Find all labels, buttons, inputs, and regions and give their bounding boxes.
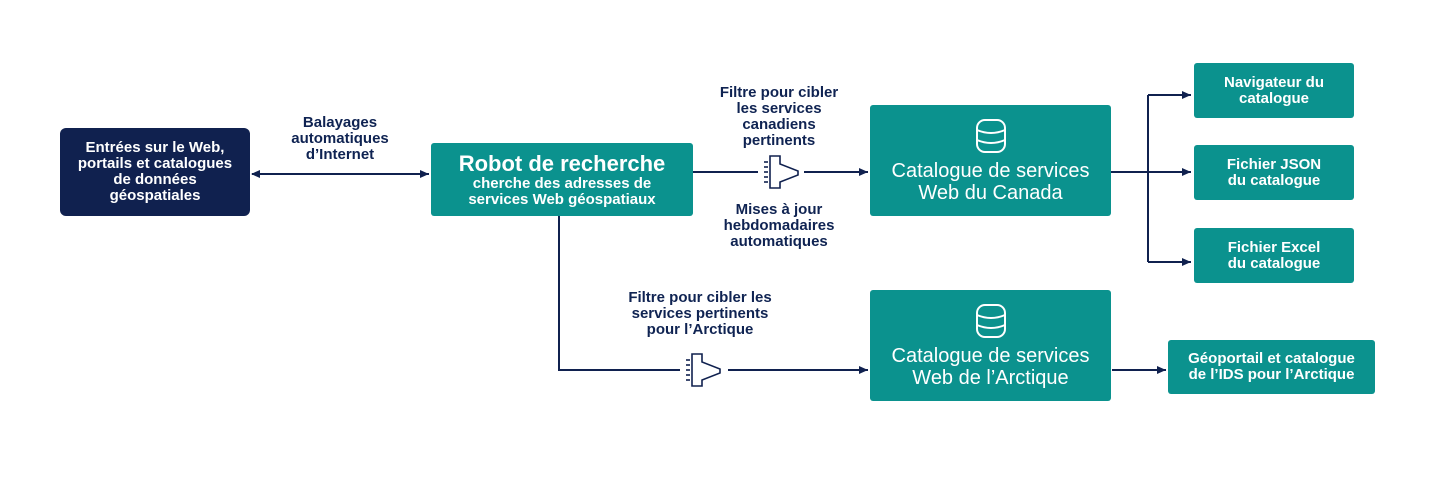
catalog-browser-line: Navigateur du <box>1223 73 1325 91</box>
search-robot-box: Robot de recherche cherche des adresses … <box>431 143 693 216</box>
catalog-browser-box: Navigateur du catalogue <box>1194 63 1354 118</box>
arctic-filter-line: Filtre pour cibler les <box>628 289 772 306</box>
weekly-update-line: hebdomadaires <box>723 217 835 234</box>
weekly-update-line: Mises à jour <box>735 201 823 218</box>
canada-catalog-line: Web du Canada <box>918 181 1063 204</box>
crawl-label-line: automatiques <box>291 130 389 147</box>
arctic-catalog-line: Web de l’Arctique <box>912 366 1069 389</box>
canada-filter-line: les services <box>736 100 822 117</box>
funnel-filter-icon <box>764 155 799 189</box>
canada-catalog-line: Catalogue de services <box>891 159 1090 182</box>
web-sources-line: Entrées sur le Web, <box>85 139 225 156</box>
arctic-geoportal-line: de l’IDS pour l’Arctique <box>1188 366 1355 383</box>
arctic-filter-line: services pertinents <box>631 305 769 322</box>
funnel-filter-icon <box>686 353 721 387</box>
arctic-catalog-box: Catalogue de services Web de l’Arctique <box>870 290 1111 401</box>
canada-filter-line: Filtre pour cibler <box>719 84 839 101</box>
web-sources-line: géospatiales <box>109 187 201 204</box>
crawl-label-line: d’Internet <box>305 146 375 163</box>
arctic-geoportal-line: Géoportail et catalogue <box>1188 350 1355 367</box>
canada-filter-label: Filtre pour cibler les services canadien… <box>700 85 858 149</box>
web-sources-box: Entrées sur le Web, portails et catalogu… <box>60 128 250 216</box>
catalog-browser-line: catalogue <box>1238 89 1310 107</box>
web-sources-line: de données <box>113 171 197 188</box>
search-robot-title: Robot de recherche <box>458 150 666 176</box>
database-icon <box>975 118 1006 153</box>
robot-to-arctic-filter-line <box>558 216 680 371</box>
weekly-update-label: Mises à jour hebdomadaires automatiques <box>710 202 848 250</box>
search-robot-subtitle: cherche des adresses de <box>472 174 652 192</box>
database-icon <box>975 303 1006 338</box>
arctic-geoportal-box: Géoportail et catalogue de l’IDS pour l’… <box>1168 340 1375 394</box>
json-file-line: Fichier JSON <box>1226 155 1322 173</box>
json-file-line: du catalogue <box>1227 171 1321 189</box>
canada-catalog-box: Catalogue de services Web du Canada <box>870 105 1111 216</box>
excel-file-line: Fichier Excel <box>1227 238 1321 256</box>
arctic-filter-label: Filtre pour cibler les services pertinen… <box>605 290 795 338</box>
canada-filter-line: pertinents <box>742 132 816 149</box>
search-robot-subtitle: services Web géospatiaux <box>468 190 656 208</box>
arctic-catalog-line: Catalogue de services <box>891 344 1090 367</box>
arctic-filter-line: pour l’Arctique <box>646 321 754 338</box>
excel-file-box: Fichier Excel du catalogue <box>1194 228 1354 283</box>
crawl-label-line: Balayages <box>302 114 378 131</box>
json-file-box: Fichier JSON du catalogue <box>1194 145 1354 200</box>
excel-file-line: du catalogue <box>1227 254 1321 272</box>
weekly-update-line: automatiques <box>730 233 828 250</box>
web-sources-line: portails et catalogues <box>77 155 233 172</box>
crawl-label: Balayages automatiques d’Internet <box>270 115 410 163</box>
canada-filter-line: canadiens <box>742 116 816 133</box>
